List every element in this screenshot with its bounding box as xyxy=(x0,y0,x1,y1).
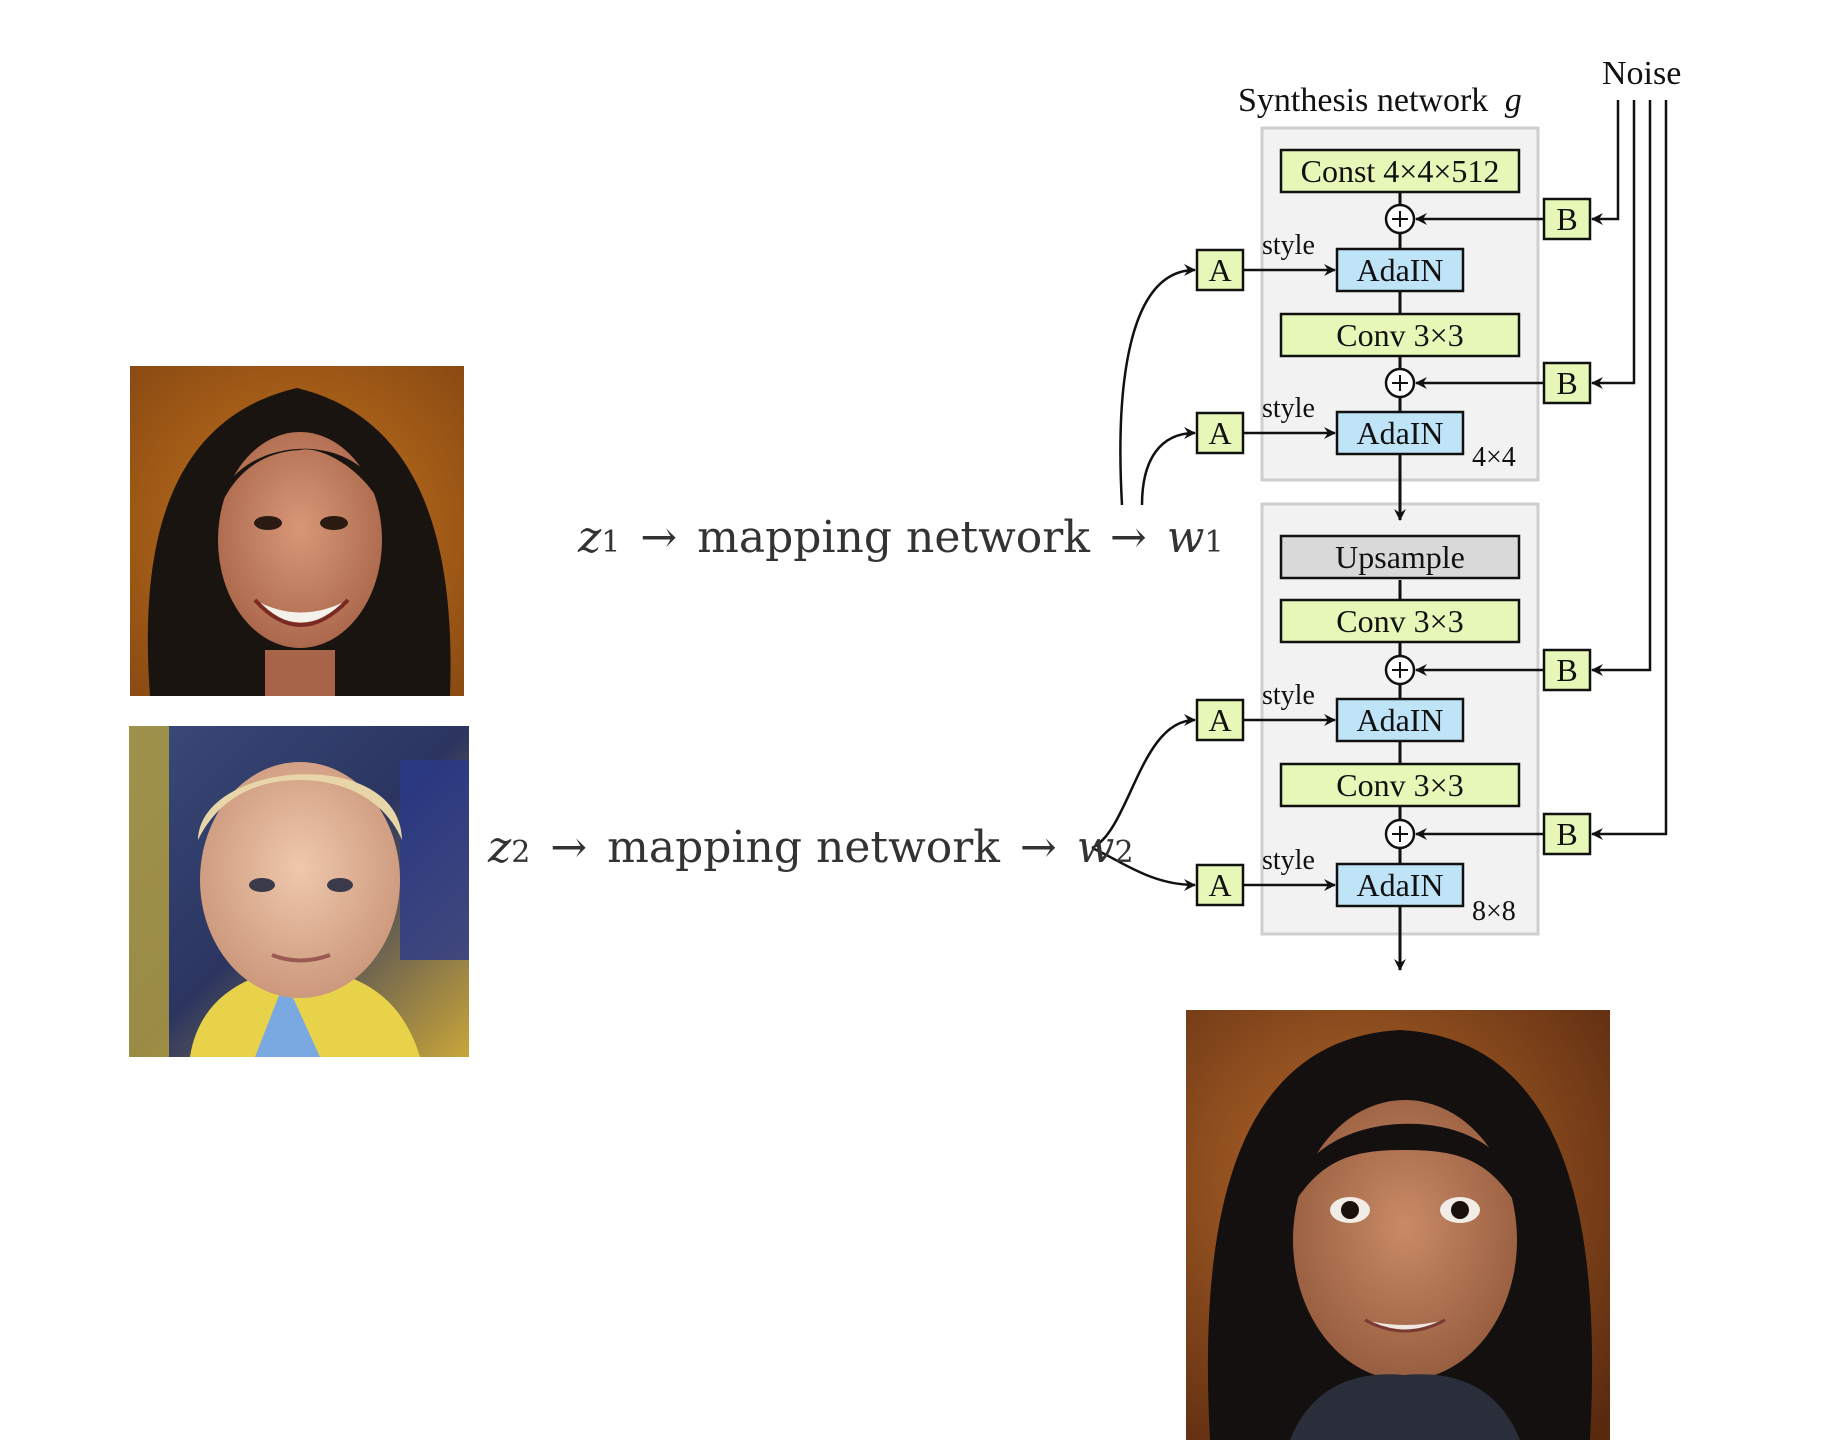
noise-b-2: B xyxy=(1415,361,1592,405)
w2-subscript: 2 xyxy=(1114,835,1133,870)
adain-box-4 xyxy=(1335,862,1465,908)
a-label-3: A xyxy=(1208,702,1231,738)
w1-symbol: w xyxy=(1167,512,1205,563)
style-a-4: A style xyxy=(1195,845,1336,907)
resolution-8x8: 8×8 xyxy=(1472,896,1516,927)
const-box xyxy=(1279,148,1521,194)
adain-box-1 xyxy=(1335,247,1465,293)
style-a-3: A style xyxy=(1195,680,1336,742)
conv-label-2: Conv 3×3 xyxy=(1336,603,1463,639)
a-label-2: A xyxy=(1208,415,1231,451)
mapping-network-label-1: mapping network xyxy=(697,512,1090,563)
adain-box-3 xyxy=(1335,697,1465,743)
w2-style-connectors xyxy=(1091,714,1196,891)
arrow-2a: → xyxy=(550,822,587,873)
arrow-1a: → xyxy=(640,512,677,563)
z1-symbol: z xyxy=(577,512,602,563)
a-label-4: A xyxy=(1208,867,1231,903)
style-a-1: A style xyxy=(1195,230,1336,292)
adain-label-2: AdaIN xyxy=(1356,415,1443,451)
synthesis-title: Synthesis network g xyxy=(1238,82,1522,119)
arrow-1b: → xyxy=(1110,512,1147,563)
style-label-2: style xyxy=(1262,393,1315,424)
noise-b-1: B xyxy=(1415,197,1592,241)
b-label-1: B xyxy=(1556,201,1577,237)
adain-label-4: AdaIN xyxy=(1356,867,1443,903)
adain-label-3: AdaIN xyxy=(1356,702,1443,738)
noise-b-3: B xyxy=(1415,648,1592,692)
z2-subscript: 2 xyxy=(511,835,530,870)
mapping-network-label-2: mapping network xyxy=(607,822,1000,873)
conv-label-3: Conv 3×3 xyxy=(1336,767,1463,803)
noise-label: Noise xyxy=(1602,55,1681,92)
adain-label-1: AdaIN xyxy=(1356,252,1443,288)
upsample-box xyxy=(1279,534,1521,580)
w2-symbol: w xyxy=(1077,822,1115,873)
w1-subscript: 1 xyxy=(1204,525,1223,560)
conv-box-2 xyxy=(1279,598,1521,644)
b-label-2: B xyxy=(1556,365,1577,401)
noise-b-4: B xyxy=(1415,812,1592,856)
arrow-2b: → xyxy=(1020,822,1057,873)
conv-label-1: Conv 3×3 xyxy=(1336,317,1463,353)
style-a-2: A style xyxy=(1195,393,1336,455)
const-label: Const 4×4×512 xyxy=(1301,153,1500,189)
upsample-label: Upsample xyxy=(1335,539,1465,575)
w1-style-connectors xyxy=(1119,264,1196,506)
conv-box-1 xyxy=(1279,312,1521,358)
mapping-row-2: z2 → mapping network → w2 xyxy=(487,822,1134,873)
noise-feed-lines xyxy=(1591,100,1668,840)
conv-box-3 xyxy=(1279,762,1521,808)
style-label-3: style xyxy=(1262,680,1315,711)
a-label-1: A xyxy=(1208,252,1231,288)
style-label-1: style xyxy=(1262,230,1315,261)
b-label-3: B xyxy=(1556,652,1577,688)
z2-symbol: z xyxy=(487,822,512,873)
mapping-row-1: z1 → mapping network → w1 xyxy=(577,512,1224,563)
style-label-4: style xyxy=(1262,845,1315,876)
adain-box-2 xyxy=(1335,410,1465,456)
resolution-4x4: 4×4 xyxy=(1472,442,1516,473)
b-label-4: B xyxy=(1556,816,1577,852)
z1-subscript: 1 xyxy=(601,525,620,560)
